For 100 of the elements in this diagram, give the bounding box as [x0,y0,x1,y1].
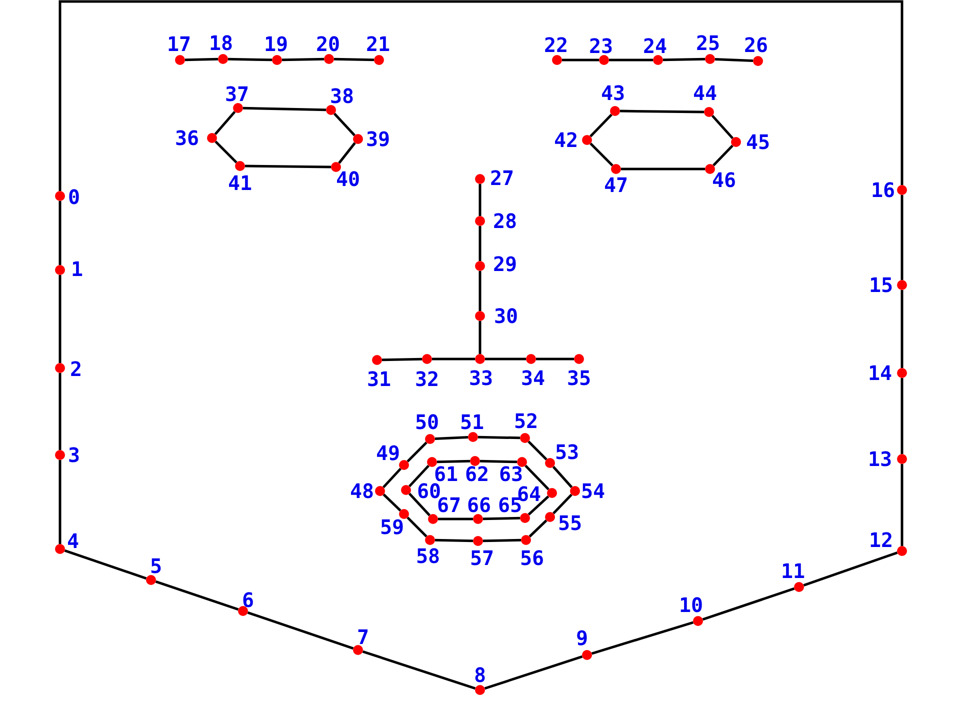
connector-line [184,58,218,62]
point-number: 63 [498,464,524,484]
connector-line [480,460,518,464]
connector-line [382,358,422,362]
connector-line [228,58,272,62]
landmark-dot [570,486,580,496]
connector-line [436,460,470,464]
point-number: 46 [712,170,736,190]
connector-line [214,110,236,136]
connector-line [408,492,430,516]
point-number: 20 [316,34,340,54]
landmark-dot [552,55,562,65]
landmark-dot [704,107,714,117]
connector-line [155,580,239,611]
connector-line [406,516,428,538]
landmark-dot [521,535,531,545]
connector-line [900,195,904,280]
connector-line [478,226,482,261]
connector-line [482,538,522,542]
landmark-dot [353,645,363,655]
landmark-dot [520,513,530,523]
point-number: 22 [544,35,568,55]
connector-line [432,358,475,360]
landmark-dot [470,456,480,466]
point-number: 31 [366,369,392,389]
connector-line [528,520,548,538]
connector-line [552,466,573,488]
point-number: 45 [746,132,770,152]
connector-line [58,0,904,191]
connector-line [712,144,734,166]
point-number: 34 [520,368,546,388]
landmark-dot [897,454,907,464]
point-number: 10 [678,595,704,615]
point-number: 12 [868,530,894,550]
point-number: 51 [460,412,484,432]
connector-line [58,201,62,265]
connector-line [334,58,374,62]
point-number: 48 [350,481,374,501]
landmark-dot [55,544,65,554]
landmark-dot [475,174,485,184]
point-number: 62 [464,464,490,484]
landmark-dot [238,606,248,616]
connector-line [478,271,482,311]
connector-line [434,538,474,542]
landmark-dot [207,133,217,143]
point-number: 28 [492,211,518,231]
landmark-dot [399,509,409,519]
connector-line [590,142,614,166]
landmark-dot [374,55,384,65]
landmark-dot [473,514,483,524]
landmark-dot [897,185,907,195]
landmark-dot [425,535,435,545]
point-number: 39 [366,129,390,149]
landmark-dot [175,55,185,65]
landmark-dot [233,103,243,113]
landmark-dot [611,164,621,174]
connector-line [214,140,238,164]
connector-line [434,436,468,440]
connector-line [590,114,612,138]
point-number: 14 [868,363,892,383]
landmark-dot [794,582,804,592]
point-number: 57 [470,548,494,568]
point-number: 47 [604,175,628,195]
point-number: 27 [490,168,514,188]
landmark-dot [401,485,411,495]
point-number: 13 [868,449,892,469]
landmark-dot [545,512,555,522]
connector-line [478,321,482,354]
point-number: 2 [70,359,82,379]
connector-line [620,110,704,114]
connector-line [711,114,734,140]
point-number: 8 [474,665,486,685]
connector-line [478,184,482,216]
landmark-dot [428,514,438,524]
landmark-dot [705,164,715,174]
connector-line [382,468,402,488]
point-number: 33 [468,368,494,388]
point-number: 59 [380,517,404,537]
point-number: 50 [414,412,440,432]
landmark-dot [475,311,485,321]
landmark-dot [272,55,282,65]
landmark-dot [146,575,156,585]
connector-line [900,378,904,454]
point-number: 30 [494,306,518,326]
landmark-dot [897,280,907,290]
point-number: 66 [466,495,492,515]
point-number: 5 [150,556,162,576]
landmark-dot [427,457,437,467]
connector-line [524,464,550,490]
point-number: 52 [514,411,538,431]
point-number: 6 [242,590,254,610]
connector-line [536,358,574,360]
landmark-dot [55,363,65,373]
connector-line [247,611,354,650]
point-number: 38 [330,86,354,106]
point-number: 11 [780,561,806,581]
connector-line [482,516,520,520]
point-number: 26 [744,35,768,55]
connector-line [334,112,356,136]
point-number: 21 [366,34,390,54]
